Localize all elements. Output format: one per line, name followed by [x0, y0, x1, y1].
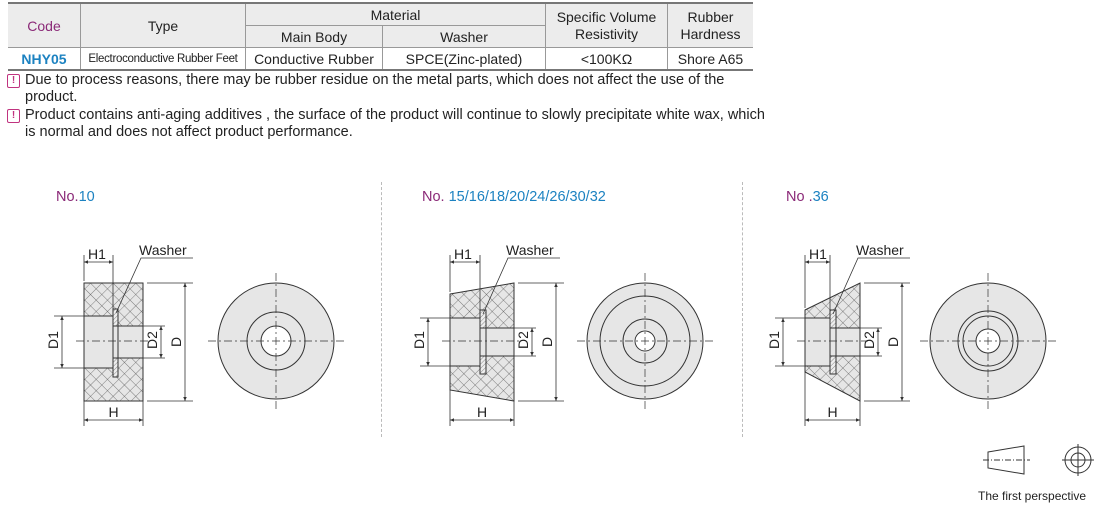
header-main-body: Main Body	[245, 25, 383, 48]
h-label: H	[828, 404, 838, 420]
washer-hole	[479, 327, 487, 357]
title-prefix: No.	[56, 189, 79, 205]
center-line	[208, 273, 344, 409]
title-sizes: 36	[812, 189, 829, 205]
d-label: D	[168, 337, 184, 347]
extension-line	[804, 372, 861, 426]
side-view	[797, 282, 868, 402]
first-perspective-label: The first perspective	[978, 489, 1087, 503]
title-sizes: 10	[78, 189, 95, 205]
extension-line	[83, 401, 144, 426]
drawing-title: No.10	[56, 189, 95, 205]
front-view	[577, 273, 713, 409]
table-row: NHY05 Electroconductive Rubber Feet Cond…	[8, 47, 753, 71]
note-text: Product contains anti-aging additives , …	[25, 107, 765, 140]
d-label: D	[539, 337, 555, 347]
extension-line	[804, 255, 831, 310]
cell-main-body: Conductive Rubber	[245, 47, 383, 71]
washer-leader	[115, 257, 193, 314]
cell-hardness: Shore A65	[667, 47, 753, 71]
drawing-panel-1: Washer H1H D1 D2 D	[411, 242, 713, 426]
drawing-panel-0: Washer H1H D1 D2 D	[45, 242, 344, 426]
drawing-title: No .36	[786, 189, 829, 205]
washer-label: Washer	[506, 242, 554, 258]
d1-label: D1	[411, 331, 427, 349]
center-line	[920, 273, 1056, 409]
front-view	[920, 273, 1056, 409]
h-label: H	[109, 404, 119, 420]
dimensions	[775, 255, 910, 426]
title-sizes: 15/16/18/20/24/26/30/32	[448, 189, 606, 205]
cell-type: Electroconductive Rubber Feet	[80, 47, 246, 71]
h1-label: H1	[454, 246, 472, 262]
cell-resistivity: <100KΩ	[545, 47, 668, 71]
spec-table: Code Type Material Specific Volume Resis…	[8, 2, 753, 71]
washer-hole	[112, 325, 119, 359]
title-prefix: No.	[422, 189, 449, 205]
washer-label: Washer	[139, 242, 187, 258]
divider	[742, 182, 743, 437]
h1-label: H1	[809, 246, 827, 262]
drawing-panel-2: Washer H1H D1 D2 D	[766, 242, 1056, 426]
warning-icon: !	[7, 109, 20, 123]
d-label: D	[885, 337, 901, 347]
notes: ! Due to process reasons, there may be r…	[7, 72, 767, 142]
h-label: H	[477, 404, 487, 420]
through-hole	[117, 325, 144, 359]
cell-code: NHY05	[8, 47, 81, 71]
warning-icon: !	[7, 74, 20, 88]
first-perspective-icon	[983, 444, 1094, 476]
cell-washer: SPCE(Zinc-plated)	[382, 47, 546, 71]
d2-label: D2	[861, 331, 877, 349]
dimensions	[54, 255, 193, 426]
front-view	[208, 273, 344, 409]
d2-label: D2	[515, 331, 531, 349]
extension-line	[775, 317, 805, 367]
header-type: Type	[80, 2, 246, 48]
d2-label: D2	[144, 331, 160, 349]
d1-label: D1	[766, 331, 782, 349]
drawing-title: No. 15/16/18/20/24/26/30/32	[422, 189, 606, 205]
header-washer: Washer	[382, 25, 546, 48]
side-view	[442, 282, 522, 402]
d1-label: D1	[45, 331, 61, 349]
h1-label: H1	[88, 246, 106, 262]
extension-line	[83, 255, 114, 309]
washer-leader	[832, 257, 910, 315]
through-hole	[835, 327, 861, 357]
title-prefix: No .	[786, 189, 813, 205]
extension-line	[54, 315, 84, 369]
washer-label: Washer	[856, 242, 904, 258]
divider	[381, 182, 382, 437]
note-item: ! Due to process reasons, there may be r…	[7, 72, 767, 106]
counterbore-hole	[449, 317, 481, 367]
counterbore-hole	[83, 315, 114, 369]
extension-line	[420, 317, 450, 367]
note-text: Due to process reasons, there may be rub…	[25, 72, 725, 105]
header-hardness: Rubber Hardness	[667, 2, 753, 48]
header-code: Code	[8, 2, 81, 48]
washer-hole	[829, 327, 837, 357]
center-line	[577, 273, 713, 409]
side-view	[76, 282, 151, 402]
washer-leader	[482, 257, 560, 315]
header-resistivity: Specific Volume Resistivity	[545, 2, 668, 48]
counterbore-hole	[804, 317, 831, 367]
through-hole	[485, 327, 515, 357]
note-item: ! Product contains anti-aging additives …	[7, 107, 767, 141]
dimensions	[420, 255, 564, 426]
